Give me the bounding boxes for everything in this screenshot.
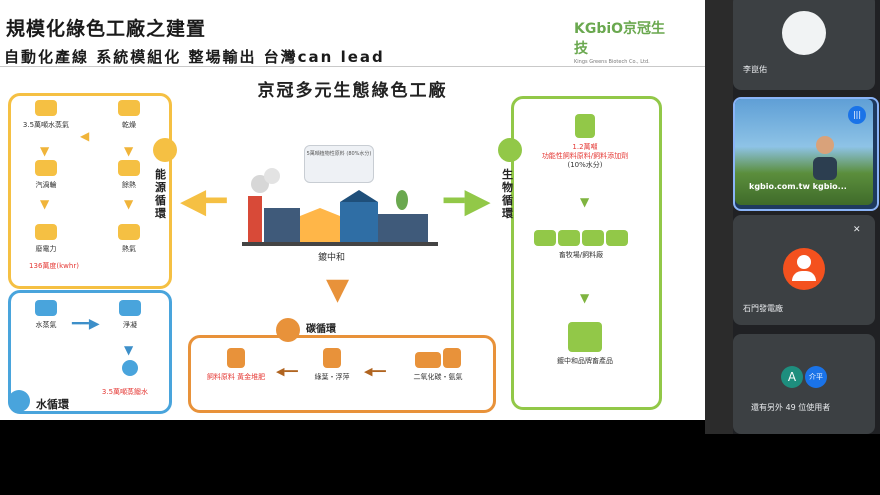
bio-cycle-box	[511, 96, 662, 410]
steam-node: 3.5萬噸水蒸氣	[16, 100, 76, 130]
presentation-slide: 規模化綠色工廠之建置 自動化產線 系統模組化 整場輸出 台灣can lead K…	[0, 0, 705, 420]
panel-separator	[705, 0, 733, 434]
arrow-down-icon: ▼	[580, 195, 590, 209]
turbine-node: 汽渦輪	[18, 160, 74, 190]
waste-heat-node: 餘熱	[104, 160, 154, 190]
recycle-icon	[498, 138, 522, 162]
title-divider	[0, 66, 705, 67]
video-caption: kgbio.com.tw kgbio...	[749, 182, 847, 191]
speaker-video-figure	[813, 136, 837, 180]
water-cycle-box	[8, 290, 172, 414]
participant-tile[interactable]: ✕ 石門發電廠	[733, 215, 875, 325]
factory-illustration	[242, 168, 438, 246]
dry-node: 乾燥	[104, 100, 154, 130]
logo-text: KGbiO京冠生技	[574, 21, 666, 57]
arrow-left-icon: ◀	[80, 129, 90, 143]
power-icon	[35, 224, 57, 240]
power-node: 廢電力	[18, 224, 74, 254]
participant-name: 石門發電廠	[743, 304, 783, 313]
speaking-indicator-icon: |||	[848, 106, 866, 124]
participant-name: 李崑佑	[743, 65, 767, 74]
participant-tile[interactable]: 李崑佑	[733, 0, 875, 90]
arrow-down-icon: ▼	[124, 343, 134, 357]
vapor-icon	[35, 300, 57, 316]
energy-cycle-label: 能源循環	[155, 168, 166, 220]
livestock-node: 畜牧場/飼料廠	[516, 230, 646, 260]
pig-icon	[557, 230, 580, 246]
condense-icon	[119, 300, 141, 316]
cow-icon	[533, 230, 556, 246]
grain-icon	[323, 348, 341, 368]
energy-cycle-box	[8, 93, 172, 289]
arrow-down-icon: ▼	[124, 197, 134, 211]
arrow-left-icon: ◀━	[180, 181, 227, 221]
feed-bag-icon	[575, 114, 595, 138]
avatar: 介平	[805, 366, 827, 388]
fish-icon	[606, 230, 629, 246]
water-cycle-label: 水循環	[36, 398, 69, 411]
avatar: A	[781, 366, 803, 388]
company-logo: KGbiO京冠生技 Kings Greens Biotech Co., Ltd.	[574, 18, 668, 65]
ammonia-tank-icon	[443, 348, 462, 368]
raw-material-bubble: 5萬噸植物性原料 (80%水分)	[304, 145, 374, 183]
heat-icon	[118, 160, 140, 176]
arrow-down-icon: ▼	[40, 197, 50, 211]
arrow-left-icon: ◀━━	[364, 365, 386, 378]
bio-cycle-label: 生物循環	[502, 168, 513, 220]
hot-air-icon	[118, 224, 140, 240]
sprout-icon	[276, 318, 300, 342]
compost-node: 飼料原料 黃金堆肥	[206, 348, 266, 382]
arrow-right-icon: ━▶	[444, 181, 491, 221]
arrow-left-icon: ◀━━	[276, 365, 298, 378]
arrow-down-icon: ▼	[124, 144, 134, 158]
fertilizer-bag-icon	[227, 348, 245, 368]
avatar	[783, 248, 825, 290]
branded-product-node: 鍍中和品牌畜產品	[530, 322, 640, 366]
arrow-down-icon: ▼	[580, 291, 590, 305]
mic-off-icon: ✕	[853, 225, 861, 235]
steam-icon	[35, 100, 57, 116]
dry-icon	[118, 100, 140, 116]
more-participants-tile[interactable]: A 介平 還有另外 49 位使用者	[733, 334, 875, 434]
factory-label: 鍍中和	[318, 253, 346, 263]
more-participants-label: 還有另外 49 位使用者	[751, 403, 831, 412]
power-value: 136萬度(kwhr)	[29, 262, 79, 270]
distilled-water-output: 3.5萬噸蒸餾水	[101, 388, 149, 396]
avatar	[782, 11, 826, 55]
co2-cloud-icon	[414, 352, 441, 368]
carbon-cycle-box	[188, 335, 496, 413]
carbon-cycle-label: 碳循環	[302, 320, 340, 335]
turbine-icon	[35, 160, 57, 176]
chicken-icon	[582, 230, 605, 246]
feed-material-node: 1.2萬噸功能性飼料原料/飼料添加劑(10%水分)	[540, 114, 630, 170]
logo-subtext: Kings Greens Biotech Co., Ltd.	[574, 59, 650, 65]
hot-air-node: 熱氣	[104, 224, 154, 254]
diagram-title: 京冠多元生態綠色工廠	[257, 81, 448, 101]
water-icon	[8, 390, 30, 412]
water-drop-node	[112, 360, 148, 381]
duckweed-node: 綠葉・浮萍	[302, 348, 362, 382]
slide-title: 規模化綠色工廠之建置	[6, 18, 207, 40]
co2-node: 二氧化碳・氨氣	[398, 348, 478, 382]
lightning-icon	[153, 138, 177, 162]
store-icon	[568, 322, 602, 352]
arrow-down-icon: ▼	[40, 144, 50, 158]
slide-subtitle: 自動化產線 系統模組化 整場輸出 台灣can lead	[4, 48, 385, 66]
water-drop-icon	[122, 360, 138, 376]
condense-node: 淨凝	[110, 300, 150, 330]
vapor-node: 水蒸氣	[26, 300, 66, 330]
arrow-down-icon: ▼	[326, 272, 350, 307]
arrow-right-icon: ━━▶	[72, 316, 100, 332]
